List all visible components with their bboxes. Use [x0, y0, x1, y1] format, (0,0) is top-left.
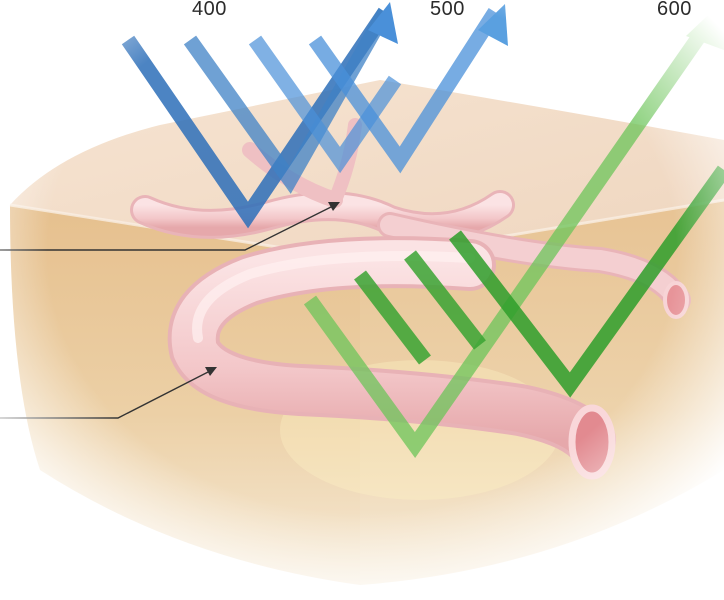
wavelength-label-600: 600 [657, 0, 692, 21]
wavelength-label-400: 400 [192, 0, 227, 21]
wavelength-label-500: 500 [430, 0, 465, 21]
